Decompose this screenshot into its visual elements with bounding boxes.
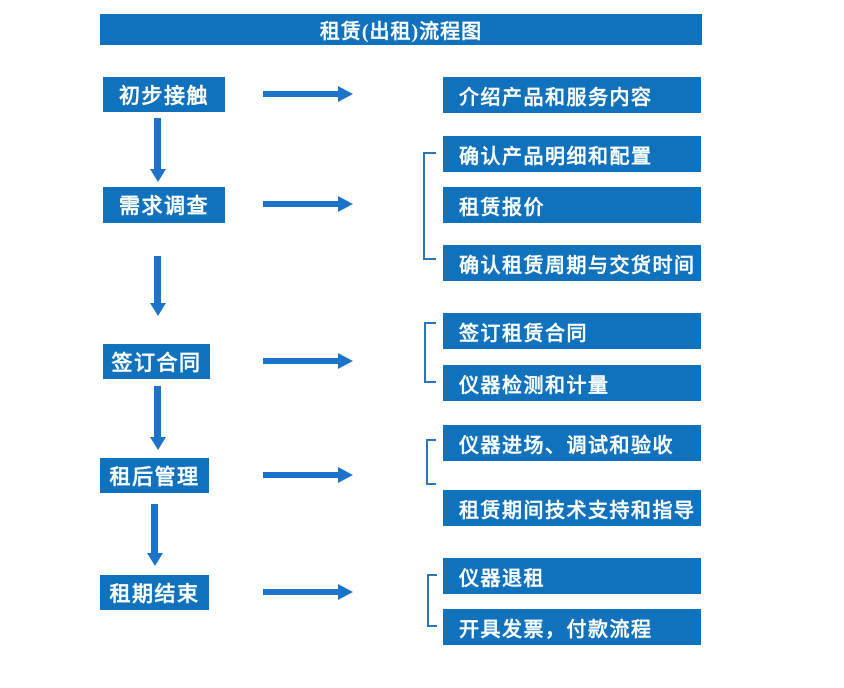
output-box-technical-support: 租赁期间技术支持和指导 [443, 490, 701, 526]
arrow-shaft [263, 91, 340, 97]
arrow-head [338, 353, 353, 369]
step-box-demand-survey: 需求调查 [103, 187, 225, 223]
arrow-head [150, 303, 166, 316]
output-box-instrument-testing: 仪器检测和计量 [443, 365, 701, 401]
arrow-shaft [151, 504, 158, 553]
step-box-initial-contact: 初步接触 [103, 77, 225, 112]
arrow-head [338, 86, 353, 102]
flow-arrow-down-1 [150, 118, 166, 182]
flow-arrow-right-3 [263, 353, 353, 369]
flow-arrow-right-1 [263, 86, 353, 102]
arrow-head [338, 584, 353, 600]
output-box-invoice-payment: 开具发票，付款流程 [443, 609, 701, 645]
arrow-shaft [263, 472, 340, 478]
arrow-head [338, 196, 353, 212]
group-bracket-sign-contract [424, 322, 436, 383]
step-box-sign-contract: 签订合同 [103, 344, 210, 379]
output-box-introduce-products: 介绍产品和服务内容 [443, 77, 701, 113]
flow-arrow-down-2 [150, 256, 166, 316]
step-box-post-rental-management: 租后管理 [100, 458, 209, 493]
step-box-rental-end: 租期结束 [100, 575, 209, 610]
output-box-instrument-return: 仪器退租 [443, 558, 701, 594]
output-box-sign-rental-contract: 签订租赁合同 [443, 313, 701, 349]
flow-arrow-right-4 [263, 467, 353, 483]
output-box-instrument-setup-acceptance: 仪器进场、调试和验收 [443, 425, 701, 461]
flow-arrow-down-4 [147, 504, 163, 566]
arrow-head [338, 467, 353, 483]
arrow-shaft [154, 256, 161, 303]
arrow-shaft [263, 358, 340, 364]
flowchart-title: 租赁(出租)流程图 [100, 14, 702, 45]
group-bracket-rental-end [427, 574, 437, 627]
flow-arrow-right-5 [263, 584, 353, 600]
output-box-rental-quotation: 租赁报价 [443, 187, 701, 223]
group-bracket-demand-survey [423, 152, 436, 260]
arrow-shaft [263, 201, 340, 207]
group-bracket-post-rental [426, 439, 436, 485]
flow-arrow-down-3 [150, 386, 166, 450]
flow-arrow-right-2 [263, 196, 353, 212]
output-box-confirm-product-details: 确认产品明细和配置 [443, 136, 701, 172]
arrow-head [150, 437, 166, 450]
output-box-confirm-rental-period: 确认租赁周期与交货时间 [443, 245, 701, 281]
arrow-shaft [154, 118, 161, 169]
arrow-shaft [154, 386, 161, 437]
arrow-head [150, 169, 166, 182]
arrow-head [147, 553, 163, 566]
arrow-shaft [263, 589, 340, 595]
